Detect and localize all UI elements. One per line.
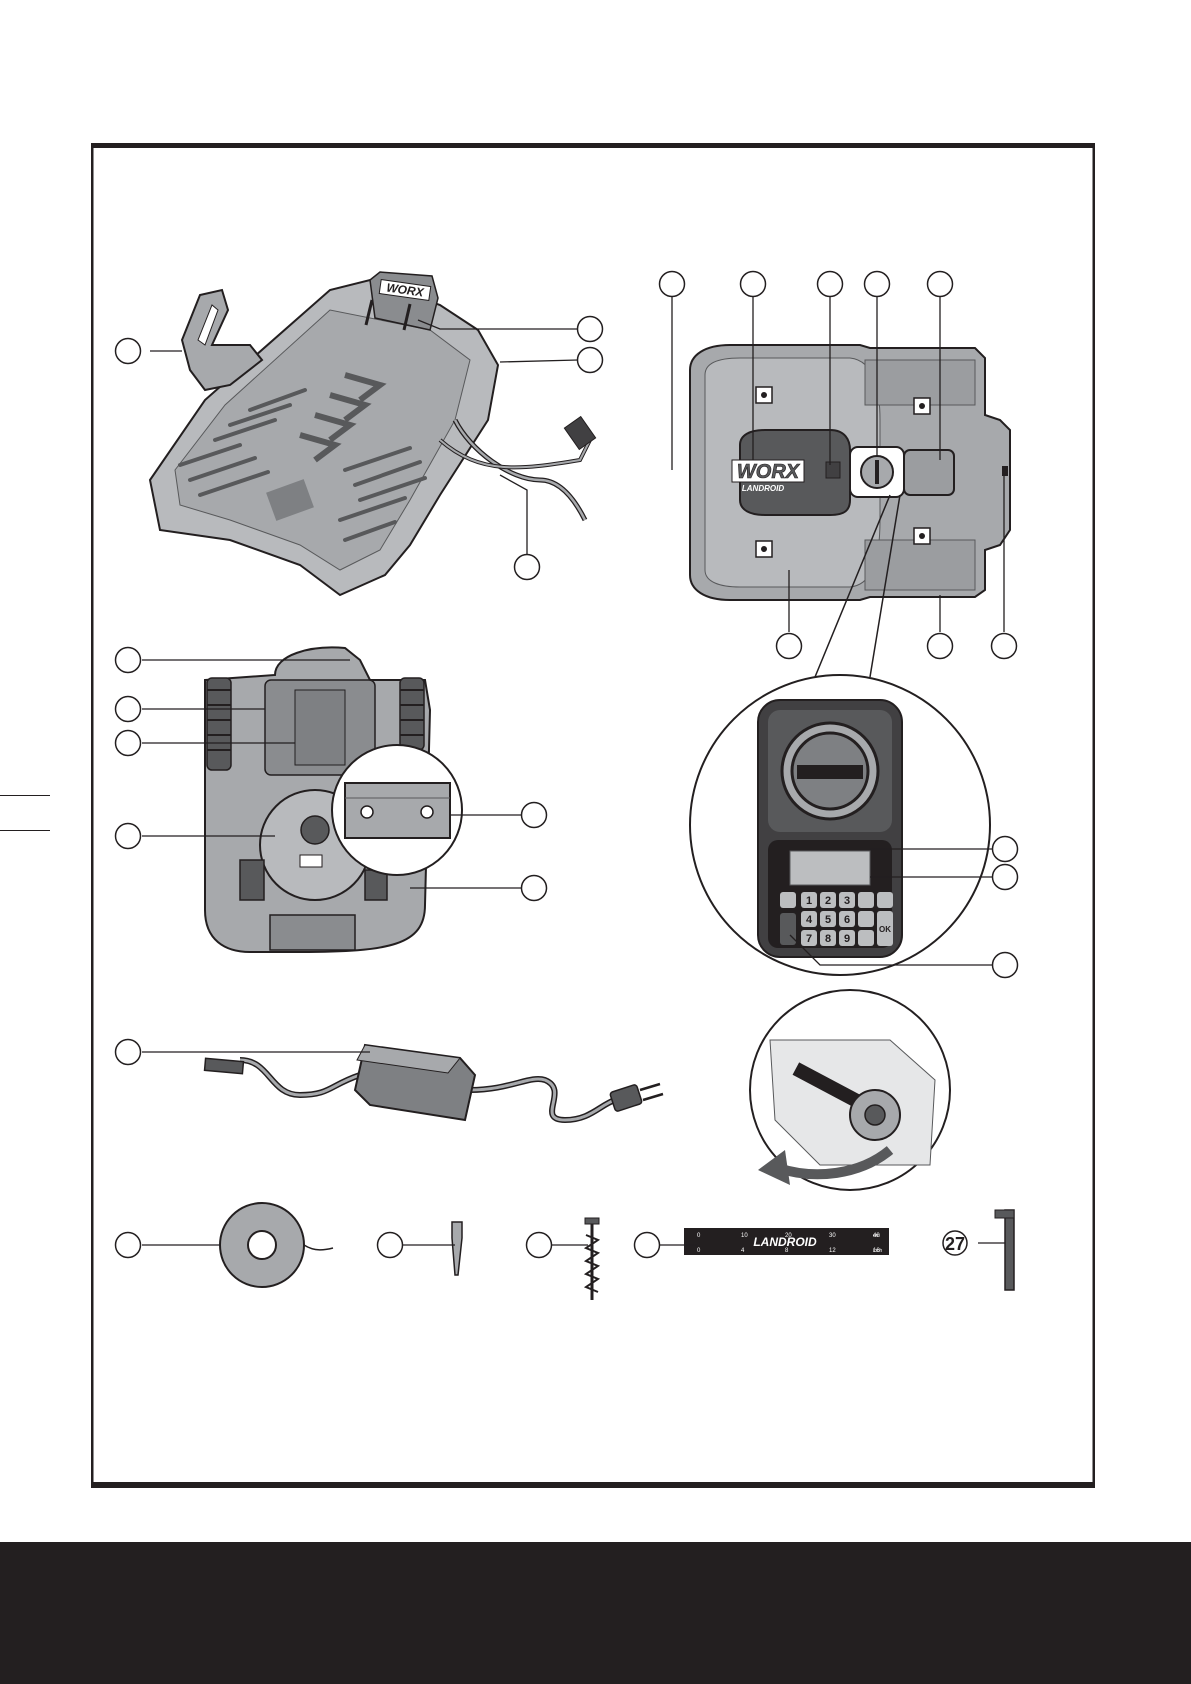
ruler-inch-tick: 12: [829, 1248, 836, 1254]
mower-sub-logo: LANDROID: [742, 484, 784, 493]
callout-circle: [515, 555, 540, 580]
callout-circle: [116, 648, 141, 673]
callout-circle: [635, 1233, 660, 1258]
allen-key: [995, 1210, 1014, 1290]
wire-peg: [452, 1222, 462, 1275]
callout-circle: [527, 1233, 552, 1258]
ruler-cm-tick: 40: [873, 1233, 880, 1239]
callout-circle: [116, 339, 141, 364]
mower-logo: WORX: [737, 461, 801, 483]
callout-circle: [818, 272, 843, 297]
callout-circle: [993, 837, 1018, 862]
callout-circle: [741, 272, 766, 297]
callout-circle: [116, 1233, 141, 1258]
callout-circle: [578, 348, 603, 373]
ruler-cm-tick: 20: [785, 1233, 792, 1239]
keypad-key-label: 6: [844, 914, 850, 926]
callout-circle: [522, 876, 547, 901]
callout-circle: [928, 634, 953, 659]
ok-key-label: OK: [879, 925, 891, 934]
callout-circle: [777, 634, 802, 659]
keypad-key-label: 8: [825, 933, 831, 945]
callout-circle: [522, 803, 547, 828]
back-key-icon: [877, 892, 893, 908]
ruler-cm-tick: 10: [741, 1233, 748, 1239]
callout-circle: [116, 824, 141, 849]
power-key-icon: [780, 913, 796, 945]
keypad-key-label: 5: [825, 914, 831, 926]
down-arrow-key-icon: [858, 911, 874, 927]
ruler-cm-tick: 30: [829, 1233, 836, 1239]
keypad-key-label: 7: [806, 933, 812, 945]
charging-base-illustration: WORX: [150, 272, 596, 595]
keypad-key-label: 9: [844, 933, 850, 945]
callout-circle: [928, 272, 953, 297]
callout-circle: [993, 953, 1018, 978]
keypad-key-label: 3: [844, 895, 850, 907]
callout-circle: [116, 731, 141, 756]
ruler-usage-zoom: [750, 990, 950, 1190]
callout-27: 27: [943, 1231, 967, 1255]
callout-circle: [865, 272, 890, 297]
start-key-icon: [858, 930, 874, 946]
power-supply-illustration: [205, 1045, 663, 1120]
keypad-key-label: 2: [825, 895, 831, 907]
boundary-wire-spool: [220, 1203, 333, 1287]
keypad-key-label: 1: [806, 895, 812, 907]
keypad-key-label: 4: [806, 914, 813, 926]
up-arrow-key-icon: [858, 892, 874, 908]
callout-circle: [578, 317, 603, 342]
callout-circle: [992, 634, 1017, 659]
screw-peg: [585, 1218, 599, 1300]
blade-zoom: [332, 745, 462, 875]
callout-number-27: 27: [945, 1234, 965, 1254]
control-panel-zoom: [690, 675, 990, 975]
callout-circle: [993, 865, 1018, 890]
callout-circle: [116, 697, 141, 722]
callout-circle: [660, 272, 685, 297]
mower-top-view-illustration: WORX LANDROID: [690, 345, 1010, 600]
callout-circle: [378, 1233, 403, 1258]
home-key-icon: [780, 892, 796, 908]
ruler-inch-tick: 16: [873, 1248, 880, 1254]
callout-circle: [116, 1040, 141, 1065]
